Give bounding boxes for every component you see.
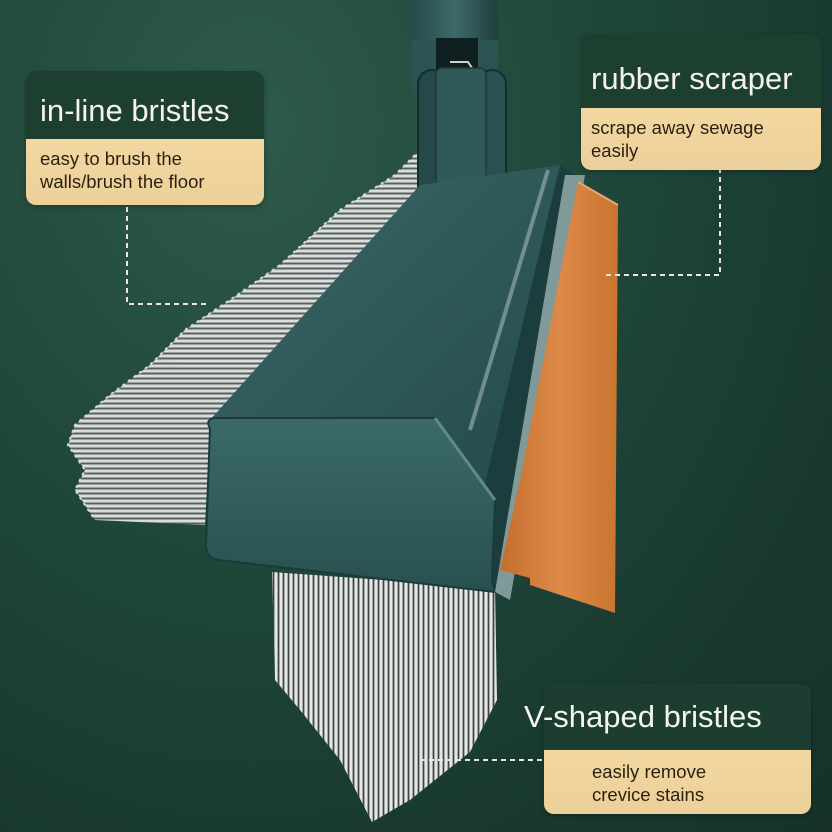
- callout-desc-line: easily: [591, 140, 639, 161]
- connector-in-line-bristles: [126, 207, 210, 305]
- callout-in-line-bristles: in-line bristles easy to brush the walls…: [26, 71, 264, 205]
- callout-title: in-line bristles: [26, 71, 264, 139]
- callout-title-background: [544, 684, 811, 750]
- connector-lines: [126, 168, 721, 761]
- handle-graphic: [412, 0, 507, 239]
- callout-desc-line: walls/brush the floor: [40, 171, 205, 192]
- callout-desc-line: easily remove: [592, 761, 707, 782]
- callout-desc-line: easy to brush the: [40, 148, 182, 169]
- callout-title: rubber scraper: [581, 34, 821, 108]
- callout-rubber-scraper: rubber scraper scrape away sewage easily: [581, 34, 821, 170]
- callout-desc-line: crevice stains: [592, 784, 705, 805]
- callout-v-shaped-bristles: V-shaped bristles easily remove crevice …: [524, 684, 811, 814]
- callout-title: V-shaped bristles: [524, 699, 762, 734]
- brush-head-graphic: [204, 165, 619, 613]
- callout-desc-line: scrape away sewage: [591, 117, 764, 138]
- callout-description: easily remove crevice stains: [544, 750, 811, 814]
- in-line-bristles-graphic: [66, 149, 430, 525]
- callout-description: scrape away sewage easily: [581, 108, 821, 170]
- connector-rubber-scraper: [604, 168, 721, 276]
- callout-description: easy to brush the walls/brush the floor: [26, 139, 264, 205]
- v-shaped-bristles-graphic: [272, 572, 497, 822]
